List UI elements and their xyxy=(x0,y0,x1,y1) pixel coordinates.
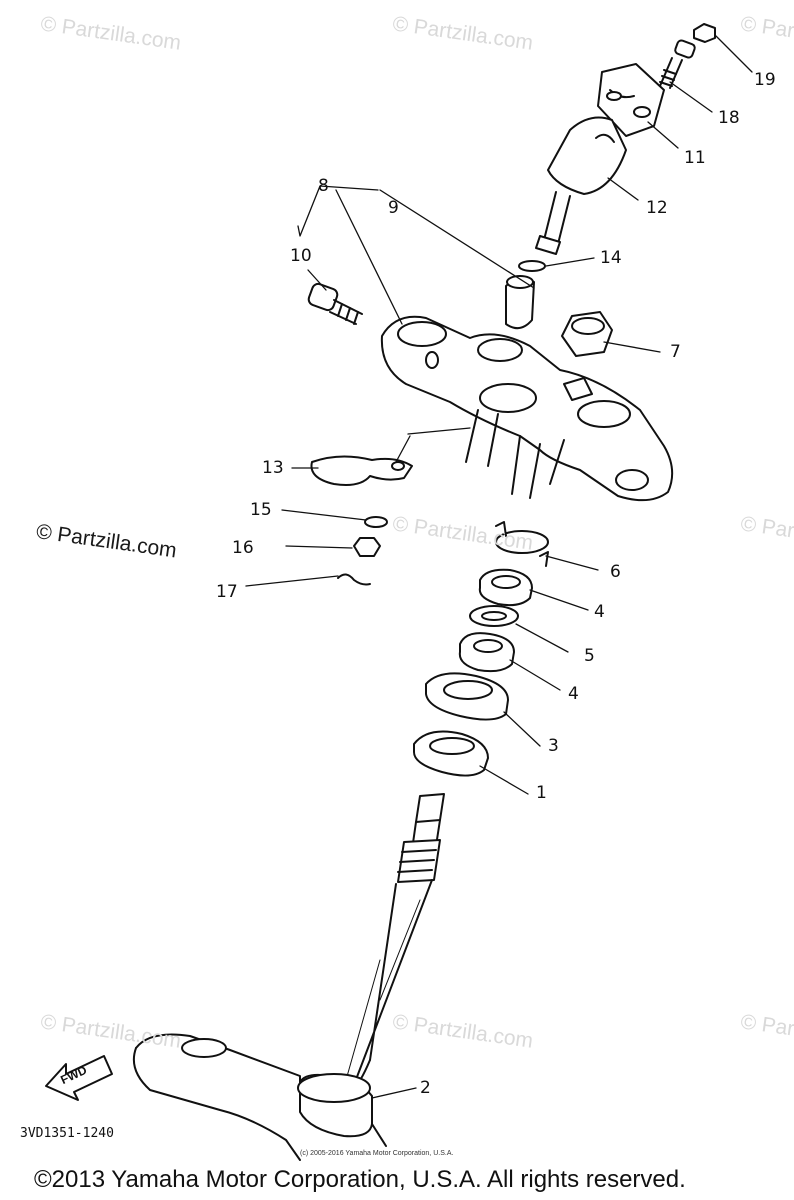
callout-18: 18 xyxy=(718,108,740,128)
diagram-code: 3VD1351-1240 xyxy=(20,1126,114,1141)
callout-1: 1 xyxy=(536,783,547,803)
part-17-clip xyxy=(337,573,371,586)
callout-5: 5 xyxy=(584,646,595,666)
part-1-bearing xyxy=(413,730,489,777)
small-copyright: (c) 2005-2016 Yamaha Motor Corporation, … xyxy=(300,1150,454,1157)
part-14-washer xyxy=(518,260,546,272)
part-18-bolt xyxy=(659,39,696,89)
callout-10: 10 xyxy=(290,246,312,266)
part-16-nut xyxy=(353,537,381,557)
callout-11: 11 xyxy=(684,148,706,168)
part-4-ring-nut-upper xyxy=(478,568,533,607)
part-6-lock-washer xyxy=(495,521,549,567)
callout-16: 16 xyxy=(232,538,254,558)
callout-12: 12 xyxy=(646,198,668,218)
callout-6: 6 xyxy=(610,562,621,582)
callout-7: 7 xyxy=(670,342,681,362)
part-4-ring-nut-lower xyxy=(458,632,515,673)
part-11-upper-holder xyxy=(597,63,665,137)
footer-copyright: ©2013 Yamaha Motor Corporation, U.S.A. A… xyxy=(34,1166,686,1193)
callout-3: 3 xyxy=(548,736,559,756)
callout-8: 8 xyxy=(318,176,329,196)
part-5-washer xyxy=(469,605,519,627)
steering-stem xyxy=(132,793,445,1161)
part-12-lower-holder xyxy=(535,116,627,255)
part-15-washer xyxy=(364,516,388,528)
callout-14: 14 xyxy=(600,248,622,268)
callout-4a: 4 xyxy=(594,602,605,622)
part-19-nut xyxy=(693,23,716,43)
callout-13: 13 xyxy=(262,458,284,478)
part-9-collar xyxy=(505,275,535,330)
part-10-bolt xyxy=(307,282,363,325)
callout-2: 2 xyxy=(420,1078,431,1098)
upper-bracket xyxy=(380,315,674,502)
part-7-crown-nut xyxy=(561,311,613,357)
callout-17: 17 xyxy=(216,582,238,602)
callout-19: 19 xyxy=(754,70,776,90)
part-13-plate xyxy=(310,455,413,486)
callout-15: 15 xyxy=(250,500,272,520)
part-3-bearing-race xyxy=(425,672,509,721)
callout-4b: 4 xyxy=(568,684,579,704)
fwd-arrow-icon xyxy=(45,1055,113,1101)
callout-9: 9 xyxy=(388,198,399,218)
